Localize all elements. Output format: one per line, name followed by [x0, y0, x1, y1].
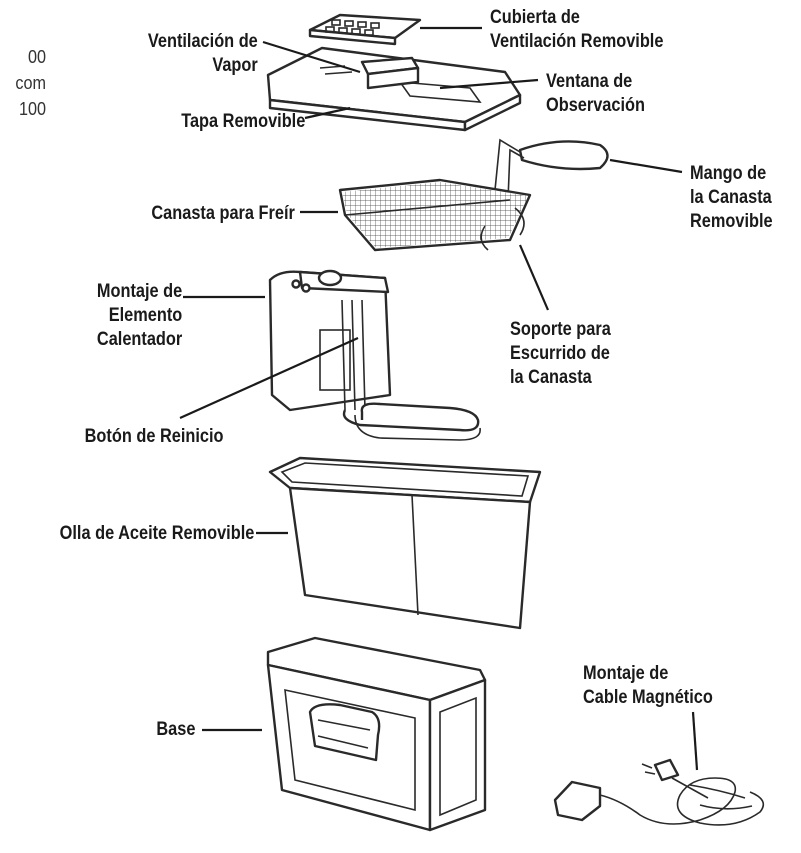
fryer-base	[266, 636, 487, 832]
label-removable-lid: Tapa Removible	[180, 111, 305, 132]
leader-lines	[179, 26, 699, 771]
label-heating-element: Montaje de Elemento Calentador	[96, 281, 182, 350]
label-steam-vent: Ventilación de Vapor	[148, 31, 258, 76]
label-fry-basket: Canasta para Freír	[151, 203, 295, 224]
fry-basket	[338, 178, 532, 252]
removable-lid	[266, 46, 522, 132]
magnetic-cord-assembly	[553, 758, 765, 826]
label-reset-button: Botón de Reinicio	[84, 426, 223, 447]
vent-cover	[308, 13, 422, 46]
heating-element-assembly	[268, 269, 481, 441]
oil-pot	[268, 456, 542, 630]
label-oil-pot: Olla de Aceite Removible	[59, 523, 254, 544]
label-vent-cover: Cubierta de Ventilación Removible	[490, 7, 664, 52]
label-magnetic-cord: Montaje de Cable Magnético	[583, 663, 713, 708]
label-observation-window: Ventana de Observación	[546, 71, 645, 116]
cropped-margin-text: 00 com 100	[15, 47, 46, 119]
basket-handle	[494, 138, 609, 201]
label-base: Base	[155, 719, 195, 740]
label-basket-handle: Mango de la Canasta Removible	[690, 163, 773, 232]
label-basket-drain-support: Soporte para Escurrido de la Canasta	[510, 319, 611, 388]
